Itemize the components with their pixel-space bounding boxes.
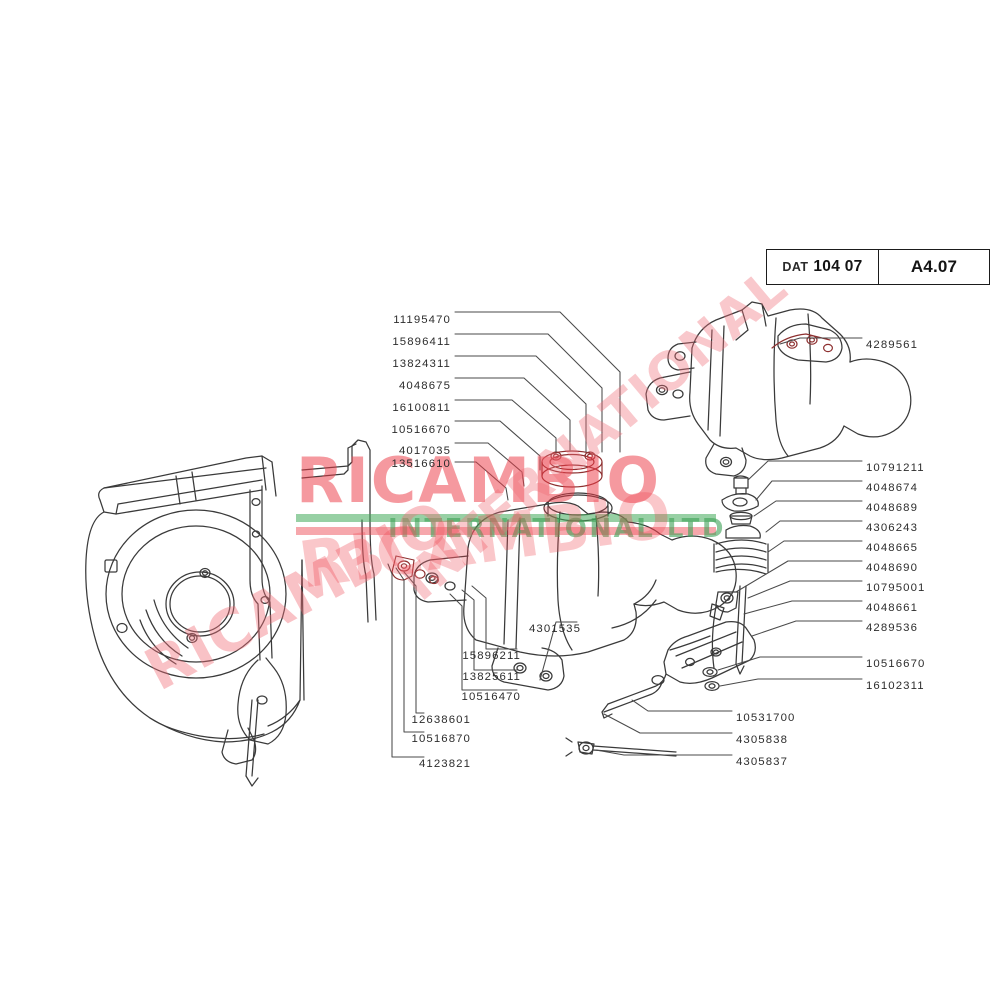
leader-15896211	[471, 585, 518, 650]
part-number-label: 4048689	[866, 502, 919, 514]
leader-10791211	[747, 460, 863, 481]
leader-4017035	[454, 442, 525, 487]
leader-10531700	[631, 699, 733, 712]
leader-10795001	[747, 580, 863, 599]
leader-4048661	[743, 600, 863, 615]
leader-4301535	[539, 621, 578, 681]
bellhousing-part	[85, 455, 305, 765]
part-number-label: 4289536	[866, 622, 919, 634]
center-left-fastener-group	[391, 555, 439, 585]
part-number-label: 11195470	[393, 314, 451, 326]
part-number-label: 4305837	[736, 756, 789, 768]
spring-mount-stack	[711, 475, 769, 675]
part-number-label: 4048674	[866, 482, 919, 494]
leader-4306243	[765, 520, 863, 533]
leader-13516610	[454, 461, 509, 501]
part-number-label: 12638601	[411, 714, 471, 726]
leader-4048665	[767, 540, 863, 553]
leader-lines	[387, 311, 863, 758]
title-block-dat-cell: DAT 104 07	[767, 250, 879, 284]
leader-4048674	[755, 480, 863, 501]
leader-10516470	[449, 593, 518, 691]
leader-11195470	[454, 311, 621, 453]
part-number-label: 4017035	[398, 445, 451, 457]
part-number-label: 15896411	[392, 336, 451, 348]
dat-number: 104 07	[813, 258, 863, 275]
upper-tube-left	[301, 439, 377, 623]
leader-10516670	[454, 420, 541, 471]
part-number-label: 4306243	[866, 522, 919, 534]
gearbox-extension-housing	[645, 301, 912, 477]
support-bracket-lower-right	[663, 603, 756, 692]
title-block-code-cell: A4.07	[879, 250, 989, 284]
part-number-label: 4048690	[866, 562, 919, 574]
part-number-label: 10516870	[411, 733, 471, 745]
shift-lever-left	[237, 485, 287, 787]
leader-4305838	[603, 713, 733, 734]
retaining-clip-pin	[565, 737, 677, 757]
part-number-label: 10531700	[736, 712, 796, 724]
leader-10516870	[395, 567, 425, 733]
part-number-label: 10795001	[866, 582, 926, 594]
title-block: DAT 104 07 A4.07	[766, 249, 990, 285]
leader-4305837	[595, 749, 733, 756]
leader-16100811	[454, 399, 557, 453]
leader-12638601	[403, 571, 425, 714]
part-number-label: 15896211	[462, 650, 521, 662]
leader-10516670-lower	[717, 656, 863, 671]
part-number-label: 4048665	[866, 542, 919, 554]
extension-housing-bolt-details	[771, 333, 833, 353]
leader-4048675	[454, 377, 571, 451]
dat-label: DAT	[782, 260, 809, 274]
part-number-label: 13824311	[392, 358, 451, 370]
shift-rod-bottom	[601, 673, 667, 719]
leader-4048689	[753, 500, 863, 517]
part-number-label: 4301535	[528, 623, 581, 635]
part-number-label: 4289561	[866, 339, 919, 351]
leader-16102311	[719, 678, 863, 687]
leader-4123821	[387, 563, 425, 758]
part-number-label: 10791211	[866, 462, 925, 474]
leader-13824311	[454, 355, 587, 453]
plate-code: A4.07	[910, 257, 958, 276]
part-number-label: 10516670	[866, 658, 926, 670]
part-number-label: 4048675	[398, 380, 451, 392]
leader-15896411	[454, 333, 603, 453]
leader-4289536	[751, 620, 863, 637]
part-number-label: 10516670	[391, 424, 451, 436]
part-number-label: 16100811	[392, 402, 451, 414]
leader-13825611	[461, 589, 518, 671]
leader-4048690	[735, 560, 863, 593]
top-center-fastener-group	[541, 450, 603, 488]
part-number-label: 4305838	[736, 734, 789, 746]
part-number-label: 10516470	[461, 691, 521, 703]
part-number-label: 16102311	[866, 680, 925, 692]
part-number-label: 13516610	[391, 458, 451, 470]
part-number-label: 4048661	[866, 602, 919, 614]
leader-4289561	[779, 337, 863, 345]
part-number-label: 13825611	[462, 671, 521, 683]
part-number-label: 4123821	[418, 758, 471, 770]
